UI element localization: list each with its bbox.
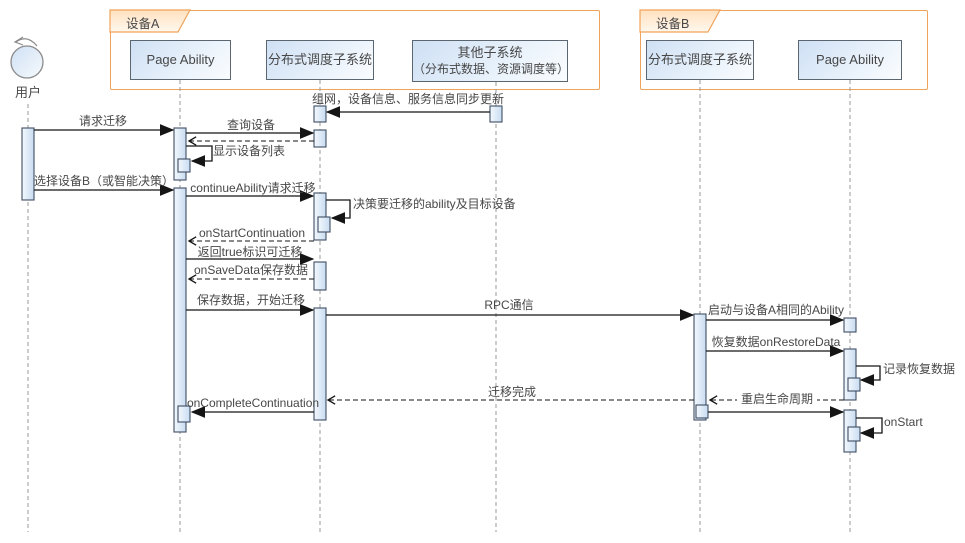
participant-label: Page Ability <box>146 51 215 67</box>
msg-oncomplete: onCompleteContinuation <box>186 396 320 410</box>
msg-onstart: onStart <box>884 415 923 429</box>
msg-rpc: RPC通信 <box>484 298 534 312</box>
frame-tab-device-b <box>639 9 722 33</box>
msg-return-true: 返回true标识可迁移 <box>197 245 303 259</box>
frame-label-device-a: 设备A <box>126 17 160 31</box>
activation-user <box>21 127 35 201</box>
participant-sublabel: （分布式数据、资源调度等） <box>413 61 570 76</box>
msg-request: 请求迁移 <box>78 114 128 128</box>
participant-dist-sched-a: 分布式调度子系统 <box>266 40 374 80</box>
frame-label-device-b: 设备B <box>656 17 690 31</box>
activation-sched-a-save <box>313 261 327 291</box>
msg-continue: continueAbility请求迁移 <box>190 181 316 195</box>
activation-pa-b-restore-nested <box>847 377 861 392</box>
activation-pa-b-launch <box>843 317 857 333</box>
participant-page-ability-b: Page Ability <box>798 40 902 80</box>
activation-sched-b-nested <box>695 404 709 419</box>
msg-sync: 组网，设备信息、服务信息同步更新 <box>311 92 505 106</box>
arrow-decide-self <box>326 199 351 224</box>
activation-sched-b <box>693 313 707 421</box>
participant-label: Page Ability <box>816 51 884 67</box>
activation-sched-a-rpc <box>313 307 327 421</box>
msg-launch: 启动与设备A相同的Ability <box>707 303 845 317</box>
activation-sched-a-decide-nested <box>317 216 331 233</box>
activations <box>21 105 861 453</box>
frame-tab-device-a <box>109 9 192 33</box>
msg-select: 选择设备B（或智能决策） <box>33 174 175 188</box>
msg-show-list: 显示设备列表 <box>213 144 286 158</box>
participant-label: 其他子系统 <box>457 45 523 61</box>
arrow-on-start-self <box>856 417 883 439</box>
activation-other-subsys <box>489 105 503 123</box>
actor-user-label: 用户 <box>15 85 42 100</box>
activation-pa-a-2-nested <box>177 405 191 423</box>
participant-label: 分布式调度子系统 <box>267 51 372 67</box>
msg-complete: 迁移完成 <box>487 385 537 399</box>
participant-dist-sched-b: 分布式调度子系统 <box>646 40 754 80</box>
activation-pa-a-2 <box>173 187 187 433</box>
msg-onsavedata: onSaveData保存数据 <box>193 263 309 277</box>
msg-save-start: 保存数据，开始迁移 <box>196 293 306 307</box>
msg-record: 记录恢复数据 <box>883 362 956 376</box>
msg-decide: 决策要迁移的ability及目标设备 <box>353 197 516 211</box>
msg-query: 查询设备 <box>226 118 276 132</box>
participant-other-subsys: 其他子系统 （分布式数据、资源调度等） <box>412 40 570 82</box>
actor-user-icon <box>10 36 44 79</box>
activation-pa-a-1-nested <box>177 158 191 173</box>
participant-label: 分布式调度子系统 <box>647 51 752 67</box>
msg-restore: 恢复数据onRestoreData <box>711 335 841 349</box>
activation-sched-a-sync <box>313 105 327 123</box>
arrow-show-device-list-self <box>186 145 213 167</box>
msg-onstart-cont: onStartContinuation <box>198 226 306 240</box>
msg-restart: 重启生命周期 <box>736 392 818 407</box>
participant-page-ability-a: Page Ability <box>130 40 231 80</box>
activation-pa-b-restore <box>843 348 857 401</box>
message-arrows <box>34 106 883 439</box>
activation-sched-a-query <box>313 129 327 148</box>
arrow-record-restore-self <box>856 365 881 386</box>
activation-pa-b-onstart-nested <box>847 426 861 442</box>
